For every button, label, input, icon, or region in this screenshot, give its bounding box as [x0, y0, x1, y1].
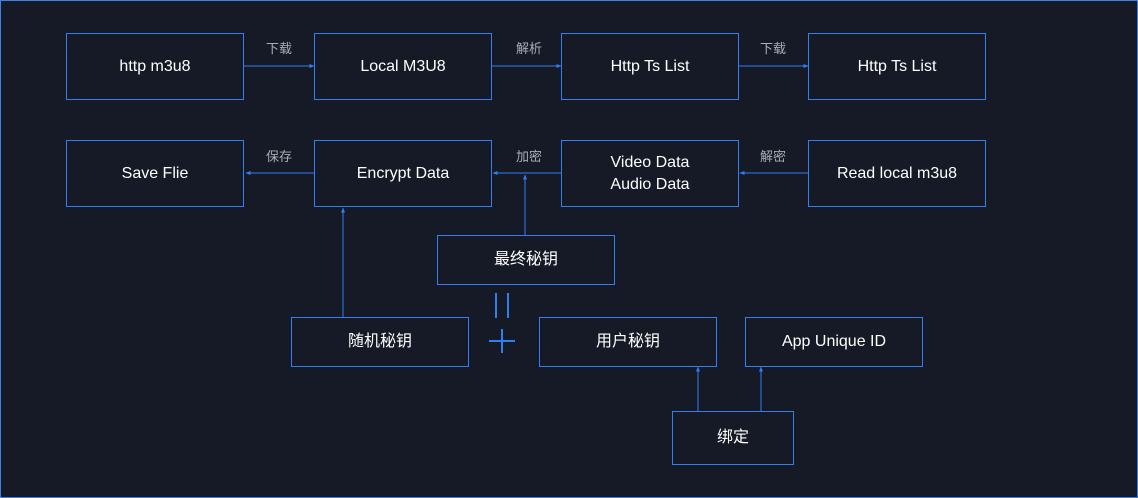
node-label-audio: Audio Data [610, 175, 690, 193]
node-label: Encrypt Data [356, 164, 450, 182]
node-label: Save Flie [121, 164, 189, 182]
edge-label-decrypt: 解密 [759, 149, 787, 164]
equals-sign [495, 293, 509, 318]
edge-label-parse: 解析 [515, 41, 543, 56]
node-label: Local M3U8 [360, 57, 446, 75]
node-final-key: 最终秘钥 [437, 235, 615, 285]
node-label: Http Ts List [610, 57, 690, 75]
node-random-key: 随机秘钥 [291, 317, 469, 367]
node-bind: 绑定 [672, 411, 794, 465]
node-save-file: Save Flie [66, 140, 244, 207]
plus-sign [489, 329, 515, 353]
node-http-m3u8: http m3u8 [66, 33, 244, 100]
node-label: Read local m3u8 [836, 164, 958, 182]
node-app-unique-id: App Unique ID [745, 317, 923, 367]
node-http-ts-list-1: Http Ts List [561, 33, 739, 100]
node-label-lines: Video Data Audio Data [610, 152, 689, 196]
node-label: App Unique ID [781, 333, 887, 350]
node-label-video: Video Data [610, 153, 690, 171]
node-label: 随机秘钥 [347, 333, 412, 350]
edge-label-save: 保存 [265, 149, 293, 164]
node-read-local-m3u8: Read local m3u8 [808, 140, 986, 207]
node-label: http m3u8 [119, 57, 191, 75]
edge-label-download-2: 下载 [759, 41, 787, 56]
edge-label-encrypt: 加密 [515, 149, 543, 164]
node-label: 用户秘钥 [595, 333, 660, 350]
edge-label-download-1: 下载 [265, 41, 293, 56]
node-http-ts-list-2: Http Ts List [808, 33, 986, 100]
node-encrypt-data: Encrypt Data [314, 140, 492, 207]
node-label: 最终秘钥 [493, 251, 558, 268]
node-local-m3u8: Local M3U8 [314, 33, 492, 100]
node-label: 绑定 [716, 429, 749, 446]
node-user-key: 用户秘钥 [539, 317, 717, 367]
node-video-audio-data: Video Data Audio Data [561, 140, 739, 207]
node-label: Http Ts List [857, 57, 937, 75]
